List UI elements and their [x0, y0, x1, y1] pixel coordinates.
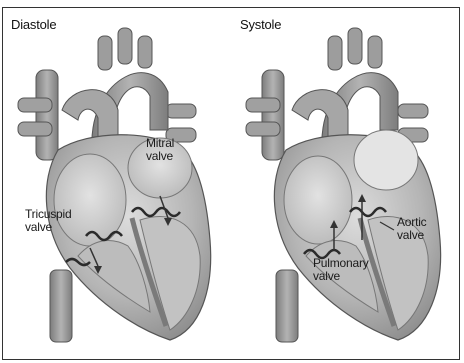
left-aorta-branch-2	[118, 28, 132, 64]
systole-heart	[246, 28, 441, 342]
left-inferior-vessel	[50, 270, 72, 342]
left-aorta-branch-1	[98, 36, 112, 70]
right-aorta-branch-3	[368, 36, 382, 68]
systole-title: Systole	[240, 18, 281, 31]
left-pulm-vein-1	[18, 98, 52, 112]
left-superior-vessel	[36, 70, 58, 160]
mitral-valve-label: Mitral valve	[146, 137, 174, 163]
left-pulm-vein-3	[166, 104, 196, 118]
left-pulm-vein-2	[18, 122, 52, 136]
right-pulm-vein-1	[246, 98, 280, 112]
diastole-heart	[18, 28, 211, 342]
left-aorta-branch-3	[138, 36, 152, 68]
right-left-atrium	[354, 130, 418, 190]
right-pulm-vein-2	[246, 122, 280, 136]
right-aorta-branch-2	[348, 28, 362, 64]
right-inferior-vessel	[276, 270, 298, 342]
right-superior-vessel	[262, 70, 284, 160]
right-pulm-vein-3	[398, 104, 428, 118]
diastole-title: Diastole	[11, 18, 56, 31]
aortic-valve-label: Aortic valve	[397, 216, 426, 242]
right-aorta-branch-1	[328, 36, 342, 70]
right-right-atrium	[284, 156, 352, 244]
tricuspid-valve-label: Tricuspid valve	[25, 208, 71, 234]
pulmonary-valve-label: Pulmonary valve	[313, 257, 369, 283]
